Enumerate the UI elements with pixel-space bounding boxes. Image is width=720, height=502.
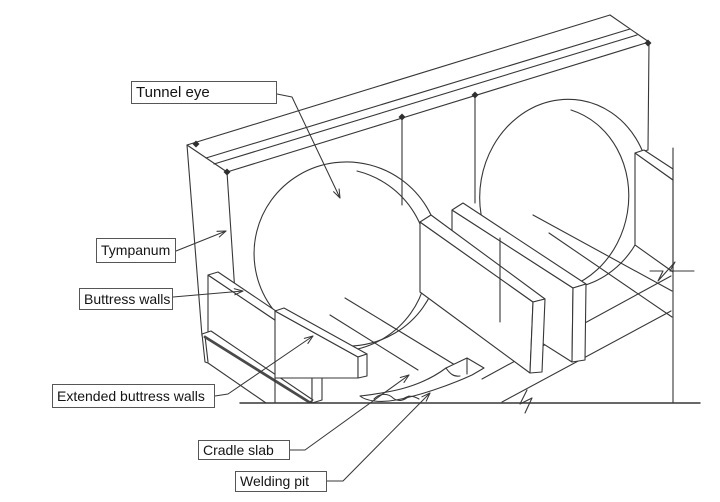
- label-buttress-walls: Buttress walls: [79, 288, 173, 310]
- leader-lines: [172, 93, 431, 482]
- ground-line: [239, 389, 701, 414]
- welding-pit-shape: [373, 393, 420, 401]
- leader-tympanum: [175, 230, 227, 252]
- label-extended-buttress-walls: Extended buttress walls: [52, 384, 215, 408]
- label-tunnel-eye: Tunnel eye: [131, 81, 277, 104]
- cradle-ramp-left: [329, 297, 456, 371]
- survey-point-markers: [192, 39, 652, 176]
- section-break-line: [649, 147, 695, 404]
- buttress-wall-middle-front: [419, 214, 546, 374]
- leader-welding-pit: [324, 392, 431, 482]
- label-tympanum: Tympanum: [96, 238, 176, 263]
- extended-buttress-wall-mid: [274, 307, 368, 404]
- label-welding-pit: Welding pit: [235, 471, 327, 492]
- cradle-ramp-right: [532, 214, 673, 318]
- leader-cradle-slab: [289, 374, 410, 451]
- tympanum-wall: [186, 14, 650, 337]
- label-cradle-slab: Cradle slab: [198, 440, 290, 460]
- leader-extended-buttress-walls: [214, 335, 314, 397]
- buttress-wall-right-end: [634, 149, 674, 273]
- cradle-slab-shape: [359, 357, 485, 402]
- leader-buttress-walls: [172, 288, 244, 298]
- leader-tunnel-eye: [276, 93, 341, 199]
